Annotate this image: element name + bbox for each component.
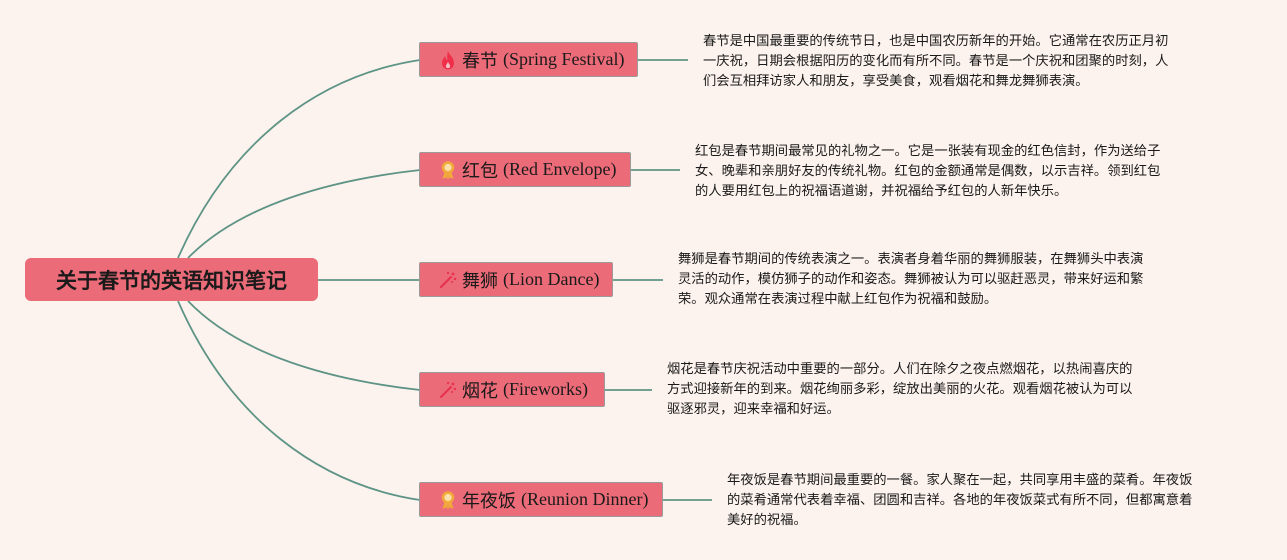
- description-line: 们会互相拜访家人和朋友，享受美食，观看烟花和舞龙舞狮表演。: [703, 74, 1089, 89]
- description-lion-dance: 舞狮是春节期间的传统表演之一。表演者身着华丽的舞狮服装，在舞狮头中表演 灵活的动…: [678, 250, 1143, 310]
- description-line: 年夜饭是春节期间最重要的一餐。家人聚在一起，共同享用丰盛的菜肴。年夜饭: [727, 473, 1193, 488]
- topic-lion-dance[interactable]: 舞狮 (Lion Dance): [419, 262, 613, 297]
- description-line: 的人要用红包上的祝福语道谢，并祝福给予红包的人新年快乐。: [695, 184, 1068, 199]
- description-line: 方式迎接新年的到来。烟花绚丽多彩，绽放出美丽的火花。观看烟花被认为可以: [667, 382, 1133, 397]
- description-line: 舞狮是春节期间的传统表演之一。表演者身着华丽的舞狮服装，在舞狮头中表演: [678, 252, 1144, 267]
- topic-fireworks[interactable]: 烟花 (Fireworks): [419, 372, 605, 407]
- branch-connector-spring-festival: [177, 59, 421, 259]
- topic-label-zh: 春节: [462, 50, 498, 72]
- root-topic[interactable]: 关于春节的英语知识笔记: [25, 258, 318, 301]
- branch-connector-red-envelope: [187, 169, 421, 259]
- description-line: 驱逐邪灵，迎来幸福和好运。: [667, 402, 840, 417]
- flame-icon: [438, 50, 458, 70]
- description-line: 美好的祝福。: [727, 513, 807, 528]
- topic-label-en: (Reunion Dinner): [521, 489, 649, 509]
- sparkle-icon: [438, 270, 458, 290]
- description-spring-festival: 春节是中国最重要的传统节日，也是中国农历新年的开始。它通常在农历正月初 一庆祝，…: [703, 32, 1168, 92]
- topic-label-zh: 烟花: [462, 380, 498, 402]
- topic-label-en: (Spring Festival): [503, 49, 625, 69]
- medal-icon: [438, 490, 458, 510]
- topic-label-en: (Fireworks): [503, 379, 588, 399]
- description-line: 灵活的动作，模仿狮子的动作和姿态。舞狮被认为可以驱赶恶灵，带来好运和繁: [678, 272, 1144, 287]
- description-fireworks: 烟花是春节庆祝活动中重要的一部分。人们在除夕之夜点燃烟花，以热闹喜庆的 方式迎接…: [667, 360, 1132, 420]
- description-line: 春节是中国最重要的传统节日，也是中国农历新年的开始。它通常在农历正月初: [703, 34, 1169, 49]
- topic-spring-festival[interactable]: 春节 (Spring Festival): [419, 42, 638, 77]
- topic-reunion-dinner[interactable]: 年夜饭 (Reunion Dinner): [419, 482, 663, 517]
- description-line: 荣。观众通常在表演过程中献上红包作为祝福和鼓励。: [678, 292, 998, 307]
- description-reunion-dinner: 年夜饭是春节期间最重要的一餐。家人聚在一起，共同享用丰盛的菜肴。年夜饭 的菜肴通…: [727, 471, 1192, 531]
- description-line: 烟花是春节庆祝活动中重要的一部分。人们在除夕之夜点燃烟花，以热闹喜庆的: [667, 362, 1133, 377]
- sparkle-icon: [438, 380, 458, 400]
- description-red-envelope: 红包是春节期间最常见的礼物之一。它是一张装有现金的红色信封，作为送给子 女、晚辈…: [695, 142, 1160, 202]
- topic-label-zh: 红包: [462, 160, 498, 182]
- branch-connector-fireworks: [187, 300, 421, 391]
- description-line: 女、晚辈和亲朋好友的传统礼物。红包的金额通常是偶数，以示吉祥。领到红包: [695, 164, 1161, 179]
- topic-label-en: (Lion Dance): [503, 269, 600, 289]
- topic-red-envelope[interactable]: 红包 (Red Envelope): [419, 152, 631, 187]
- topic-label-zh: 舞狮: [462, 270, 498, 292]
- topic-label-zh: 年夜饭: [462, 490, 516, 512]
- medal-icon: [438, 160, 458, 180]
- topic-label-en: (Red Envelope): [503, 159, 617, 179]
- description-line: 红包是春节期间最常见的礼物之一。它是一张装有现金的红色信封，作为送给子: [695, 144, 1161, 159]
- branch-connector-reunion-dinner: [177, 300, 421, 501]
- description-line: 一庆祝，日期会根据阳历的变化而有所不同。春节是一个庆祝和团聚的时刻，人: [703, 54, 1169, 69]
- description-line: 的菜肴通常代表着幸福、团圆和吉祥。各地的年夜饭菜式有所不同，但都寓意着: [727, 493, 1193, 508]
